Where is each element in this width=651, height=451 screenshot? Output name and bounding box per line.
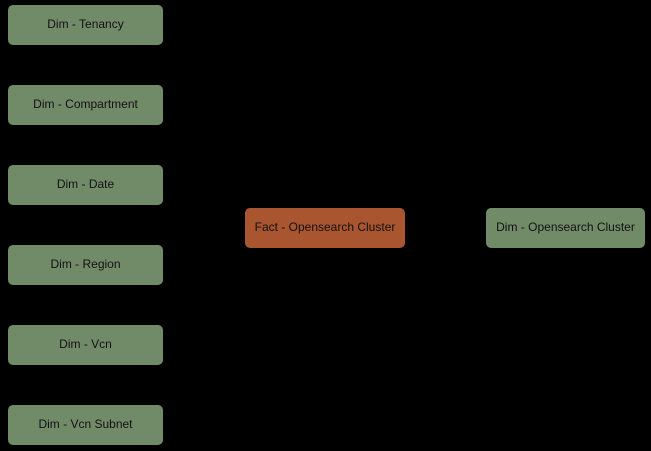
node-dim-date[interactable]: Dim - Date — [8, 165, 163, 205]
node-dim-tenancy[interactable]: Dim - Tenancy — [8, 5, 163, 45]
node-dim-compartment[interactable]: Dim - Compartment — [8, 85, 163, 125]
node-dim-vcn[interactable]: Dim - Vcn — [8, 325, 163, 365]
node-label: Dim - Compartment — [33, 97, 138, 112]
node-label: Dim - Tenancy — [47, 17, 124, 32]
node-fact-opensearch-cluster[interactable]: Fact - Opensearch Cluster — [245, 208, 405, 248]
node-label: Dim - Vcn Subnet — [38, 417, 133, 432]
node-dim-vcn-subnet[interactable]: Dim - Vcn Subnet — [8, 405, 163, 445]
node-label: Fact - Opensearch Cluster — [254, 220, 396, 235]
node-label: Dim - Vcn — [59, 337, 112, 352]
node-label: Dim - Opensearch Cluster — [496, 220, 635, 235]
node-dim-opensearch-cluster[interactable]: Dim - Opensearch Cluster — [486, 208, 645, 248]
node-dim-region[interactable]: Dim - Region — [8, 245, 163, 285]
node-label: Dim - Date — [56, 177, 115, 192]
node-label: Dim - Region — [50, 257, 121, 272]
